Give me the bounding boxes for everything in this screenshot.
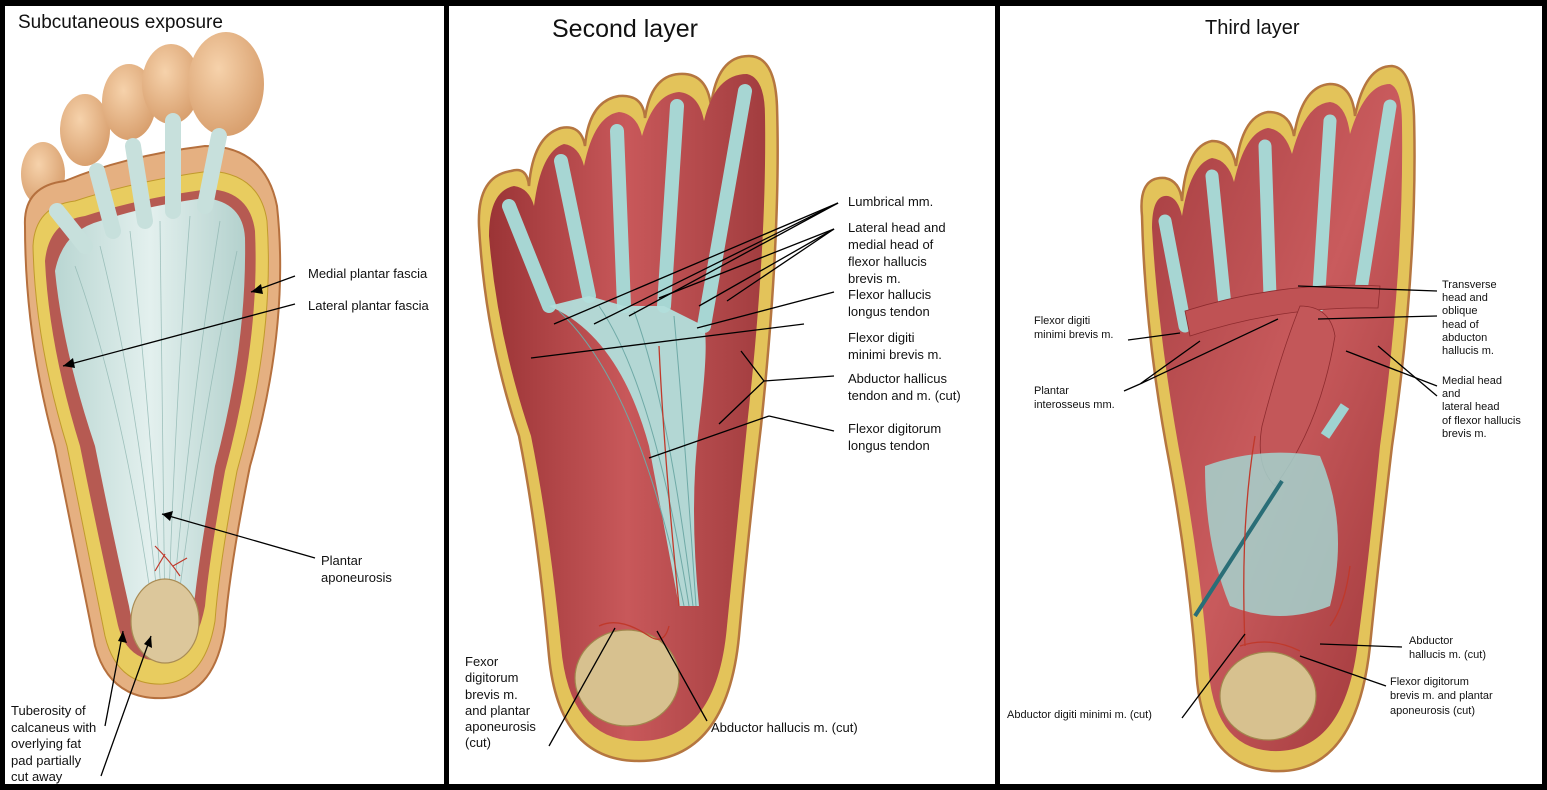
- panel-subcutaneous: Subcutaneous exposure: [5, 6, 444, 784]
- label-abductor-hallucis-cut: Abductor hallucis m. (cut): [711, 720, 858, 735]
- label-abductor-hallucis-tendon: Abductor hallicus tendon and m. (cut): [848, 371, 961, 404]
- calcaneus-tuberosity: [130, 578, 200, 664]
- vessels: [154, 545, 188, 577]
- foot-illustration-second-layer: [477, 54, 839, 763]
- arrowheads: [63, 284, 263, 648]
- plantar-fascia: [55, 198, 246, 646]
- label-plantar-aponeurosis: Plantar aponeurosis: [321, 553, 392, 586]
- fascia-striations: [74, 215, 238, 627]
- label-transverse-oblique-head: Transverse head and oblique head of abdu…: [1442, 279, 1497, 357]
- leader-lines: [530, 202, 839, 747]
- panel-second-layer: Second layer: [449, 6, 995, 784]
- label-lumbrical: Lumbrical mm.: [848, 194, 934, 209]
- vessels: [1239, 435, 1351, 652]
- toe: [142, 44, 200, 124]
- calcaneus: [574, 629, 680, 727]
- fascia-slips: [49, 113, 227, 254]
- toe-tendons: [1158, 99, 1397, 333]
- transverse-head: [1184, 284, 1381, 337]
- label-lateral-medial-head-fhb: Lateral head and medial head of flexor h…: [848, 220, 946, 287]
- label-flexor-digitorum-longus: Flexor digitorum longus tendon: [848, 421, 942, 454]
- label-fexor-digitorum-brevis: Fexor digitorum brevis m. and plantar ap…: [465, 654, 536, 751]
- toe: [188, 32, 264, 136]
- toe: [60, 94, 110, 166]
- foot-illustration-subcutaneous: [21, 32, 316, 777]
- panel-third-layer: Third layer: [1000, 6, 1542, 784]
- label-tuberosity-of-calcaneus: Tuberosity of calcaneus with overlying f…: [11, 703, 97, 784]
- panel-title: Third layer: [1205, 17, 1300, 39]
- label-abductor-hallucis-cut: Abductor hallucis m. (cut): [1409, 635, 1487, 662]
- label-medial-plantar-fascia: Medial plantar fascia: [308, 266, 428, 281]
- label-lateral-plantar-fascia: Lateral plantar fascia: [308, 298, 429, 313]
- label-flexor-digiti-minimi-brevis: Flexor digiti minimi brevis m.: [1034, 315, 1114, 342]
- label-flexor-digitorum-brevis: Flexor digitorum brevis m. and plantar a…: [1390, 676, 1493, 717]
- leader-lines: [1123, 285, 1438, 719]
- tendon-striations: [558, 305, 697, 607]
- foot-illustration-third-layer: [1123, 64, 1438, 773]
- panel-title: Subcutaneous exposure: [18, 12, 223, 33]
- label-abductor-digiti-minimi: Abductor digiti minimi m. (cut): [1007, 709, 1152, 721]
- flexor-tendon-fan: [549, 296, 706, 606]
- tendon-peroneus: [1193, 479, 1284, 618]
- label-flexor-hallucis-longus: Flexor hallucis longus tendon: [848, 287, 932, 320]
- tendinous-area: [1205, 452, 1338, 616]
- tendon-cut: [1320, 403, 1350, 439]
- label-medial-lateral-head-fhb: Medial head and lateral head of flexor h…: [1442, 375, 1521, 440]
- panel-title: Second layer: [552, 15, 698, 43]
- label-flexor-digiti-minimi-brevis: Flexor digiti minimi brevis m.: [848, 330, 942, 363]
- label-plantar-interosseus: Plantar interosseus mm.: [1034, 385, 1115, 412]
- toe-tendons: [502, 84, 752, 333]
- calcaneus: [1219, 651, 1317, 741]
